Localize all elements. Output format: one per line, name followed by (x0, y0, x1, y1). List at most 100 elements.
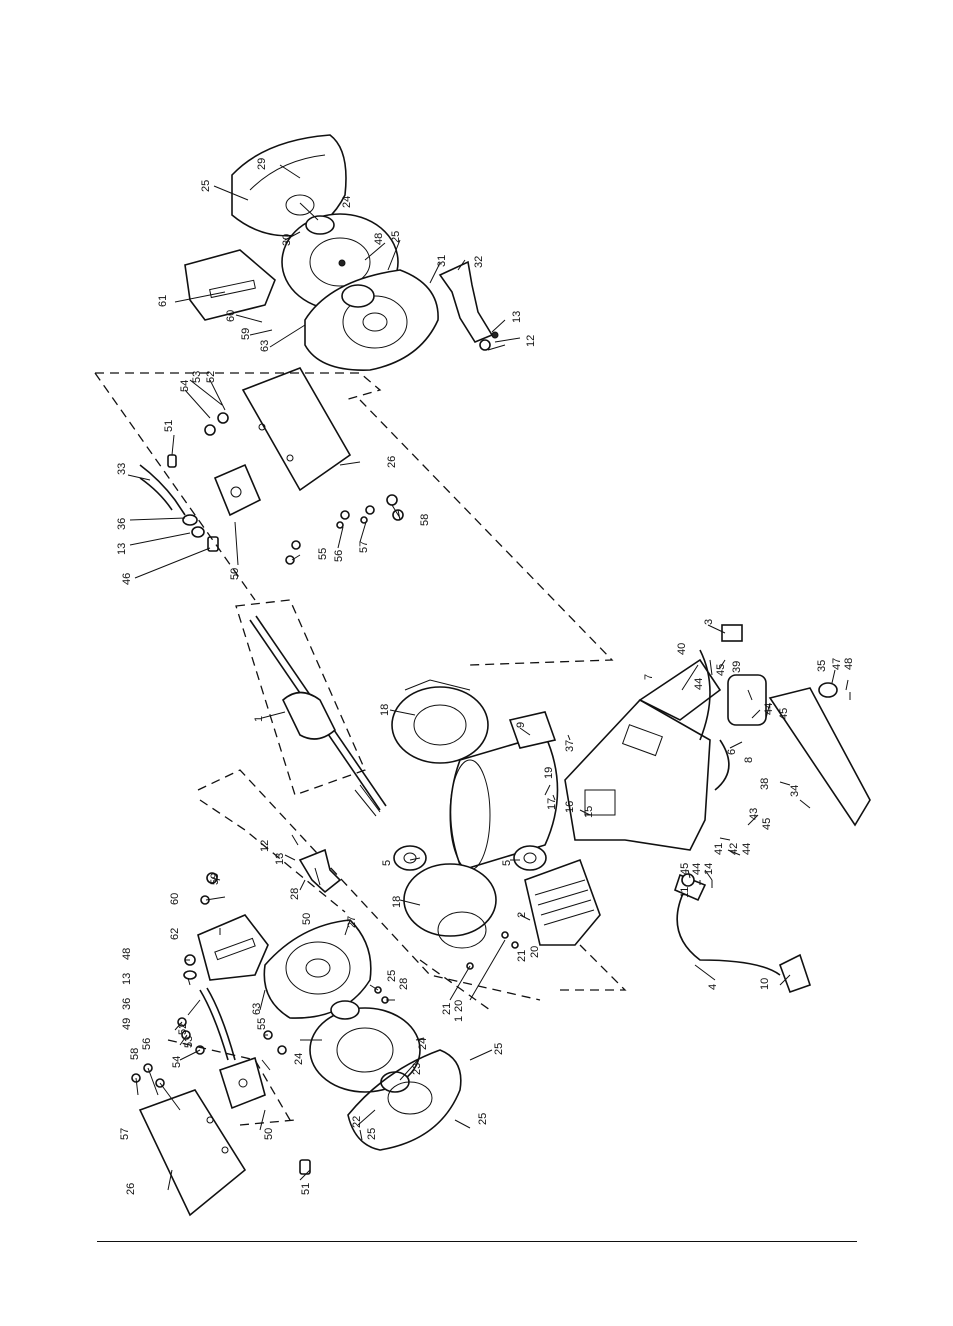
callout: 29 (256, 158, 268, 170)
callout: 53 (183, 1036, 195, 1048)
callout: 59 (209, 873, 221, 885)
callout: 51 (300, 1183, 312, 1195)
callout: 52 (177, 1023, 189, 1035)
callout: 48 (843, 658, 855, 670)
callout: 45 (679, 863, 691, 875)
callout: 18 (391, 896, 403, 908)
callout: 50 (263, 1128, 275, 1140)
right-spacer-washer (306, 216, 334, 234)
callout: 25 (493, 1043, 505, 1055)
callout: 49 (121, 1018, 133, 1030)
callout: 45 (715, 664, 727, 676)
callout: 13 (274, 853, 286, 865)
callout: 30 (281, 234, 293, 246)
callout: 57 (358, 541, 370, 553)
callout: 63 (251, 1003, 263, 1015)
callout: 58 (129, 1048, 141, 1060)
callout: 55 (317, 548, 329, 560)
callout: 44 (763, 703, 775, 715)
callout: 59 (240, 328, 252, 340)
callout: 58 (419, 514, 431, 526)
callout: 22 (351, 1116, 363, 1128)
callout: 48 (121, 948, 133, 960)
callout: 10 (759, 978, 771, 990)
callout: 36 (116, 518, 128, 530)
callout: 24 (341, 196, 353, 208)
callout: 54 (179, 380, 191, 392)
callout: 38 (759, 778, 771, 790)
callout: 60 (169, 893, 181, 905)
callout: 13 (116, 543, 128, 555)
callout: 20 (529, 946, 541, 958)
callout: 39 (731, 661, 743, 673)
callout: 25 (386, 970, 398, 982)
callout: 34 (789, 785, 801, 797)
callout: 35 (816, 660, 828, 672)
callout: 55 (256, 1018, 268, 1030)
callout: 26 (125, 1183, 137, 1195)
callout: 36 (121, 998, 133, 1010)
callout: 47 (831, 658, 843, 670)
callout: 48 (373, 233, 385, 245)
right-assembly-dashed-outline (95, 373, 612, 665)
callout: 40 (676, 643, 688, 655)
callout: 24 (293, 1053, 305, 1065)
callout: 21 (516, 950, 528, 962)
callout: 13 (511, 311, 523, 323)
callout: 53 (191, 371, 203, 383)
callout: 24 (417, 1038, 429, 1050)
callout: 61 (157, 295, 169, 307)
right-tool-rest (140, 413, 260, 551)
callout: 54 (171, 1056, 183, 1068)
callout: 62 (169, 928, 181, 940)
callout: 28 (289, 888, 301, 900)
callout: 4 (707, 984, 719, 990)
callout: 37 (564, 740, 576, 752)
callout: 8 (743, 757, 755, 763)
callout: 25 (390, 231, 402, 243)
callout: 3 (703, 619, 715, 625)
callout: 51 (163, 420, 175, 432)
callout: 5 (501, 860, 513, 866)
callout: 28 (398, 978, 410, 990)
callout: 52 (205, 371, 217, 383)
callout: 27 (346, 916, 358, 928)
callout: 11 (679, 887, 691, 898)
callout: 6 (726, 749, 738, 755)
callout: 9 (515, 722, 527, 728)
callout: 57 (119, 1128, 131, 1140)
footer-rule (97, 1241, 857, 1242)
callout: 56 (141, 1038, 153, 1050)
callout: 42 (728, 843, 740, 855)
callout: 17 (546, 798, 558, 810)
callout: 44 (741, 843, 753, 855)
callout: 41 (713, 843, 725, 855)
callout: 43 (748, 808, 760, 820)
callout: 20 (453, 1000, 465, 1012)
callout: 33 (116, 463, 128, 475)
front-end-bell (392, 680, 488, 763)
callout: 12 (525, 335, 537, 347)
armature-shaft (236, 600, 386, 816)
callout: 12 (259, 840, 271, 852)
left-eye-shield (140, 1090, 245, 1215)
callout: 44 (691, 863, 703, 875)
callout: 46 (121, 573, 133, 585)
callout: 19 (543, 767, 555, 779)
power-cord (675, 874, 810, 992)
callout: 50 (301, 913, 313, 925)
callout: 45 (778, 708, 790, 720)
callout: 45 (761, 818, 773, 830)
left-grinding-wheel (310, 1001, 420, 1092)
callout: 25 (366, 1128, 378, 1140)
callout: 23 (411, 1063, 423, 1075)
callout: 7 (643, 674, 655, 680)
right-spark-guard-plate (185, 250, 275, 320)
callout: 13 (121, 973, 133, 985)
right-eye-bracket (440, 262, 498, 350)
callout: 26 (386, 456, 398, 468)
callout: 60 (225, 310, 237, 322)
callout: 50 (229, 568, 241, 580)
